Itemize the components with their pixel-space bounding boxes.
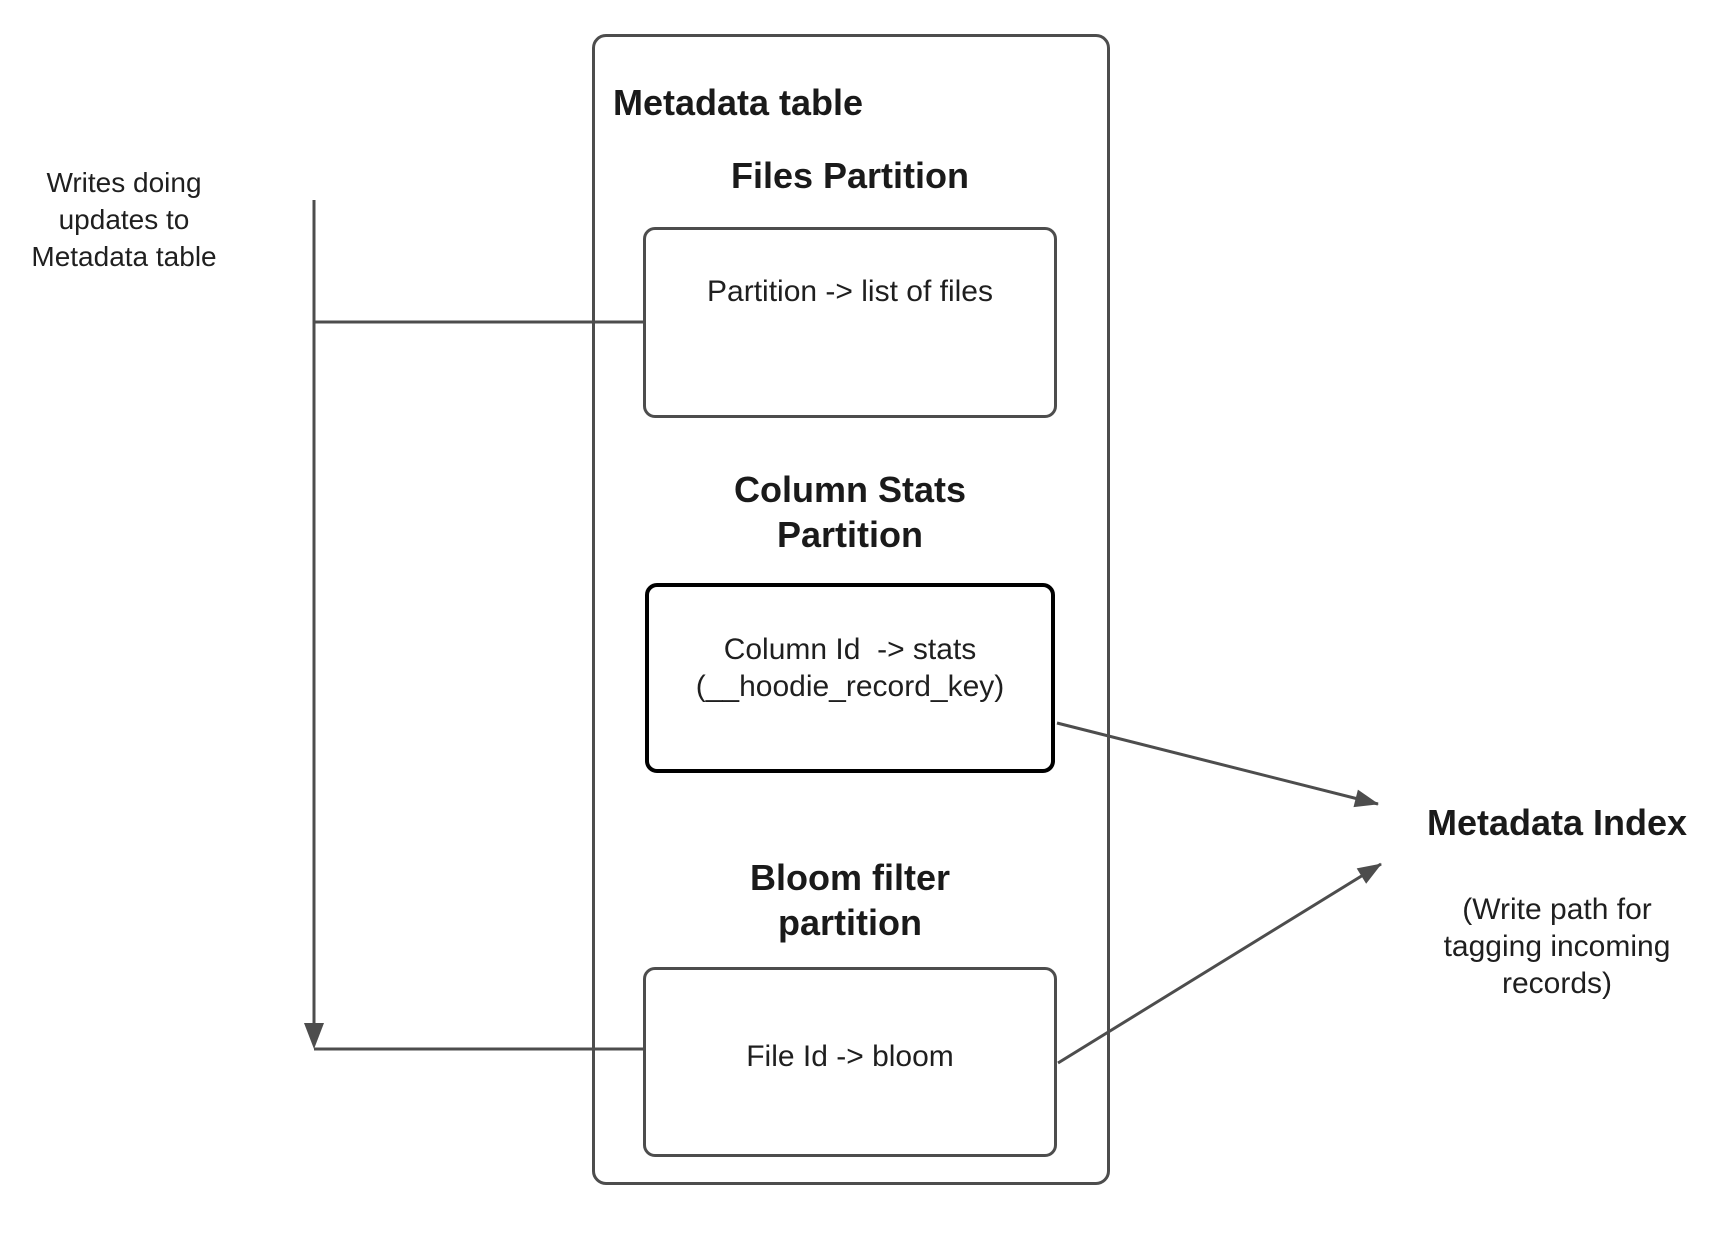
writes-annotation: Writes doing updates to Metadata table [31, 167, 217, 272]
metadata-index-title: Metadata Index [1426, 802, 1688, 843]
bloom-filter-partition-heading: Bloom filter partition [749, 857, 950, 943]
column-stats-partition-heading: Column Stats Partition [733, 469, 966, 555]
metadata-index-note: (Write path for tagging incoming records… [1443, 893, 1671, 1000]
column-stats-partition-box [645, 583, 1055, 773]
files-partition-heading: Files Partition [730, 155, 970, 196]
files-partition-label: Partition -> list of files [707, 275, 993, 308]
files-partition-box [643, 227, 1057, 418]
bloom-filter-partition-box [643, 967, 1057, 1157]
metadata-table-title: Metadata table [613, 82, 864, 123]
metadata-table-box [592, 34, 1110, 1185]
column-stats-partition-label: Column Id -> stats (__hoodie_record_key) [695, 633, 1005, 703]
bloom-filter-partition-label: File Id -> bloom [746, 1040, 954, 1073]
down-arrowhead-icon [304, 1023, 324, 1049]
